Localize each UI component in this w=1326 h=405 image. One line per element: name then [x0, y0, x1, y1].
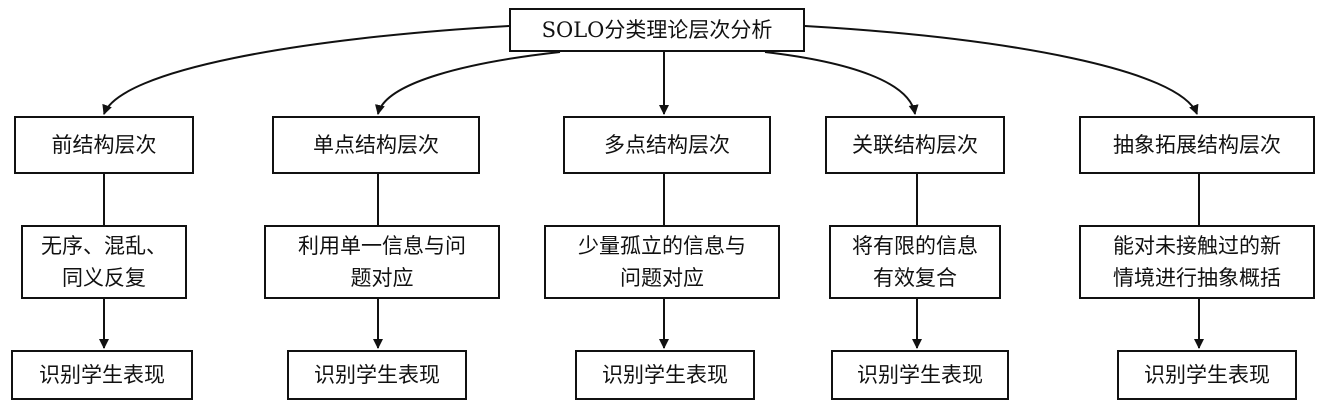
description-node-extended-abstract: 能对未接触过的新 情境进行抽象概括	[1079, 225, 1315, 299]
connector-root-to-level-1	[102, 25, 510, 115]
connector-root-to-level-2	[375, 51, 561, 115]
connector-root-to-level-5	[804, 25, 1199, 115]
result-node-extended-abstract: 识别学生表现	[1117, 350, 1297, 400]
description-node-relational: 将有限的信息 有效复合	[829, 225, 1001, 299]
level-node-multistructural: 多点结构层次	[563, 116, 771, 174]
connector-root-to-level-4	[764, 51, 919, 115]
result-node-unistructural: 识别学生表现	[287, 350, 467, 400]
level-node-unistructural: 单点结构层次	[272, 116, 480, 174]
description-node-unistructural: 利用单一信息与问 题对应	[264, 225, 500, 299]
result-node-relational: 识别学生表现	[831, 350, 1009, 400]
result-node-multistructural: 识别学生表现	[575, 350, 755, 400]
level-node-relational: 关联结构层次	[825, 116, 1005, 174]
level-node-extended-abstract: 抽象拓展结构层次	[1079, 116, 1315, 174]
level-node-prestructural: 前结构层次	[14, 116, 194, 174]
result-node-prestructural: 识别学生表现	[11, 350, 193, 400]
description-node-multistructural: 少量孤立的信息与 问题对应	[544, 225, 780, 299]
root-node: SOLO分类理论层次分析	[509, 8, 805, 52]
description-node-prestructural: 无序、混乱、 同义反复	[21, 225, 187, 299]
